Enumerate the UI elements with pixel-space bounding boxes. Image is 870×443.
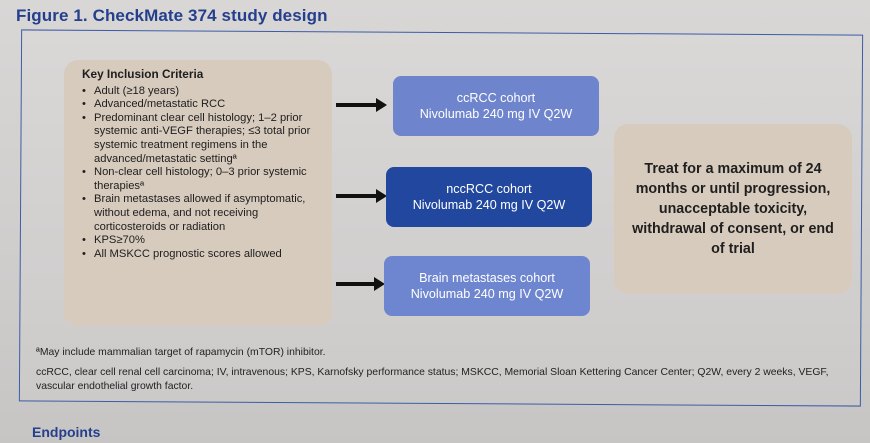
inclusion-item: Advanced/metastatic RCC bbox=[76, 98, 322, 112]
inclusion-item: Predominant clear cell histology; 1–2 pr… bbox=[76, 112, 322, 166]
cohort-treatment: Nivolumab 240 mg IV Q2W bbox=[412, 198, 566, 212]
inclusion-item: Adult (≥18 years) bbox=[76, 85, 322, 99]
inclusion-item: KPS≥70% bbox=[76, 234, 322, 248]
inclusion-item: Non-clear cell histology; 0–3 prior syst… bbox=[76, 166, 322, 193]
arrow-to-ccrcc bbox=[336, 98, 387, 111]
inclusion-heading: Key Inclusion Criteria bbox=[82, 67, 204, 81]
inclusion-criteria-box: Key Inclusion Criteria Adult (≥18 years)… bbox=[64, 60, 332, 326]
cohort-box-nccrcc: nccRCC cohort Nivolumab 240 mg IV Q2W bbox=[386, 167, 592, 227]
inclusion-item: Brain metastases allowed if asymptomatic… bbox=[76, 193, 322, 234]
abbreviations-note: ccRCC, clear cell renal cell carcinoma; … bbox=[36, 367, 829, 392]
cohort-box-ccrcc: ccRCC cohort Nivolumab 240 mg IV Q2W bbox=[393, 76, 599, 136]
cohort-treatment: Nivolumab 240 mg IV Q2W bbox=[410, 287, 564, 301]
cohort-name: ccRCC cohort bbox=[456, 91, 536, 105]
footnote: ªMay include mammalian target of rapamyc… bbox=[36, 347, 326, 358]
inclusion-item: All MSKCC prognostic scores allowed bbox=[76, 248, 322, 262]
cohort-treatment: Nivolumab 240 mg IV Q2W bbox=[419, 107, 573, 121]
cohort-box-brain-mets: Brain metastases cohort Nivolumab 240 mg… bbox=[384, 256, 590, 316]
arrow-to-nccrcc bbox=[336, 189, 387, 202]
figure-title: Figure 1. CheckMate 374 study design bbox=[16, 6, 328, 25]
arrow-to-brain-mets bbox=[336, 277, 385, 290]
cohort-name: nccRCC cohort bbox=[446, 182, 532, 196]
treatment-duration-box: Treat for a maximum of 24 months or unti… bbox=[614, 124, 852, 294]
cohort-name: Brain metastases cohort bbox=[419, 271, 555, 285]
section-heading-endpoints: Endpoints bbox=[32, 424, 101, 440]
inclusion-list: Adult (≥18 years) Advanced/metastatic RC… bbox=[76, 85, 322, 262]
